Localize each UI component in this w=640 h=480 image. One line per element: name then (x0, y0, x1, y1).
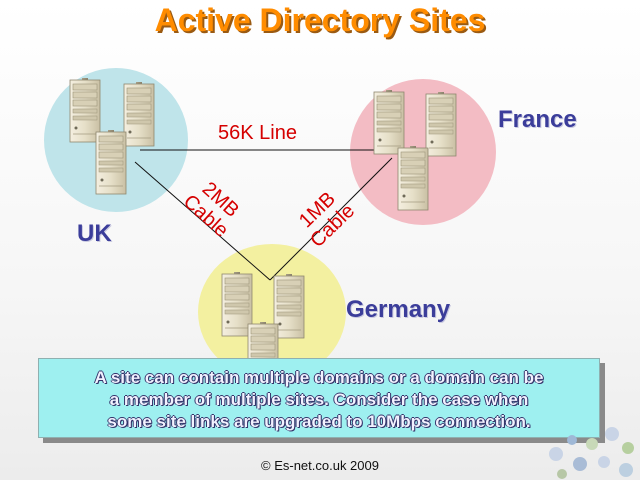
france-server-icon (425, 91, 457, 157)
uk-server-icon (123, 81, 155, 147)
uk-germany-link-line (134, 161, 271, 281)
copyright-footer: © Es-net.co.uk 2009 (261, 458, 379, 473)
note-line: A site can contain multiple domains or a… (94, 368, 544, 387)
site-label-france: France (498, 106, 577, 133)
germany-server-icon (273, 273, 305, 339)
note-line: some site links are upgraded to 10Mbps c… (107, 412, 531, 431)
germany-server-icon (221, 271, 253, 337)
uk-server-icon (69, 77, 101, 143)
note-line: a member of multiple sites. Consider the… (109, 390, 529, 409)
site-label-germany: Germany (346, 296, 451, 323)
link-label-uk-france: 56K Line (218, 122, 297, 144)
france-server-icon (397, 145, 429, 211)
france-server-icon (373, 89, 405, 155)
note-box: A site can contain multiple domains or a… (38, 358, 600, 438)
slide-title: Active Directory Sites (154, 2, 486, 38)
uk-server-icon (95, 129, 127, 195)
france-germany-link-line (269, 157, 393, 281)
note-text: A site can contain multiple domains or a… (39, 367, 599, 433)
site-label-uk: UK (77, 220, 112, 247)
decorative-dots (549, 427, 634, 479)
